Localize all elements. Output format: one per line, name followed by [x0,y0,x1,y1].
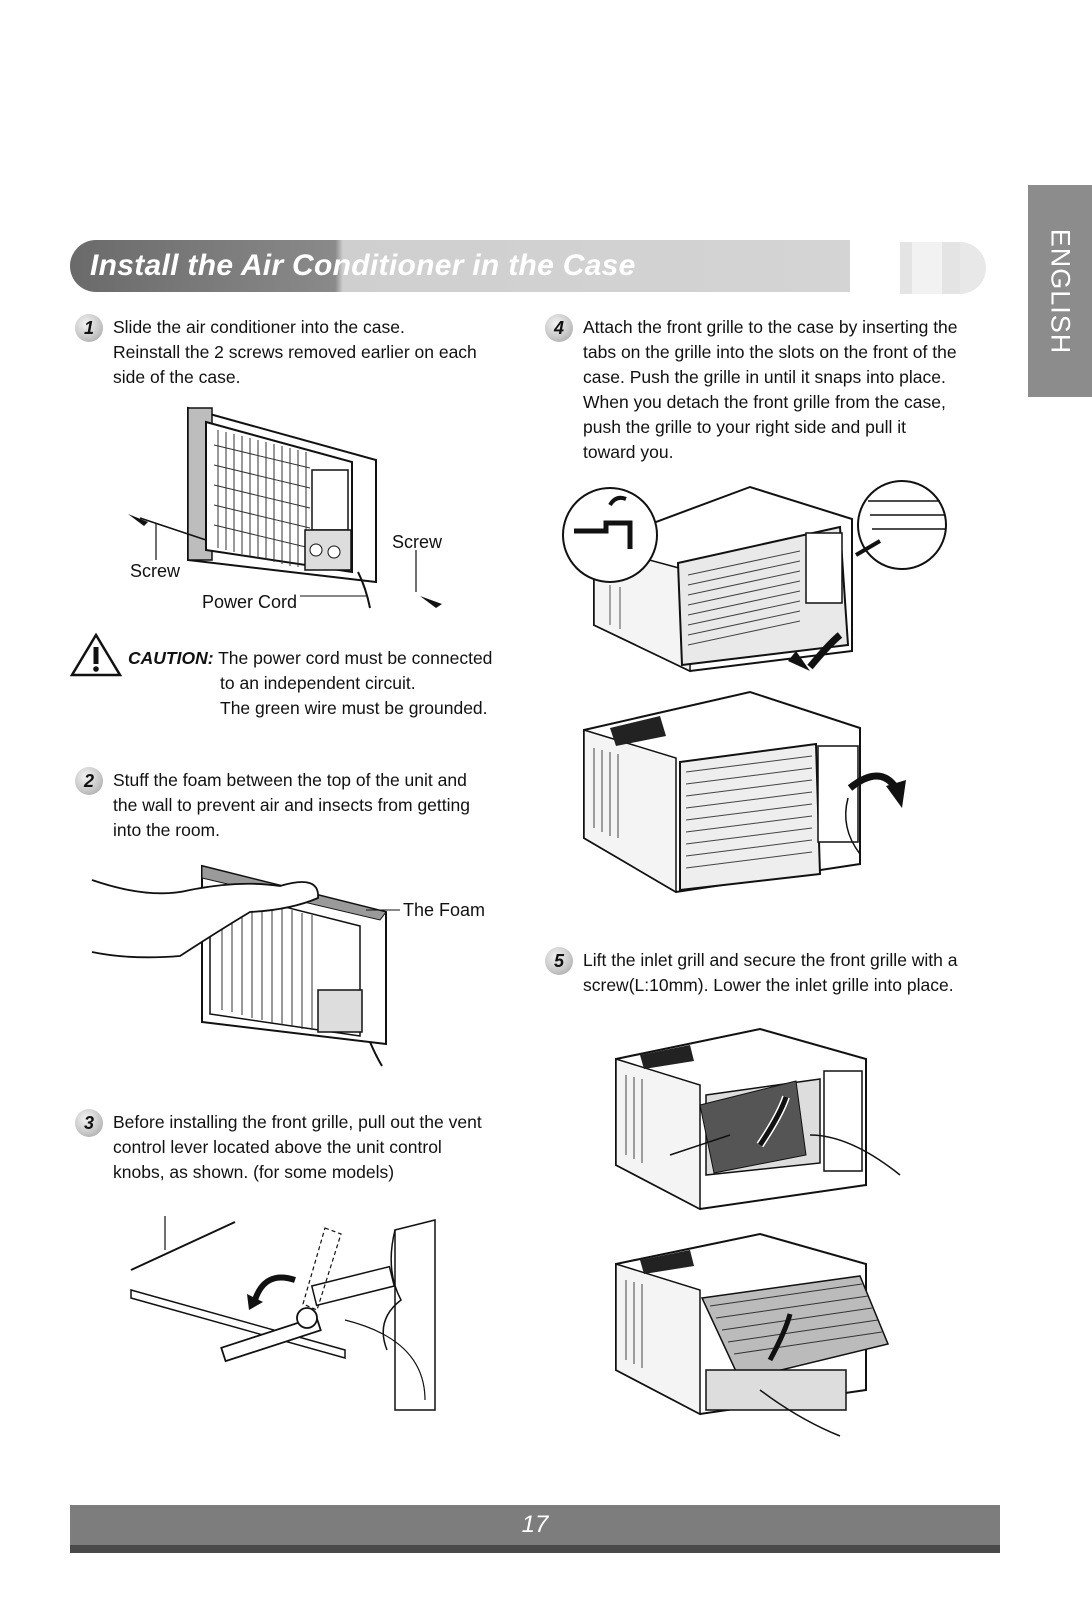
step-4-line: toward you. [583,442,674,462]
label-power-cord: Power Cord [202,592,298,612]
illustration-stuff-foam [90,860,420,1070]
step-5-line: Lift the inlet grill and secure the fron… [583,950,958,970]
illustration-unit-in-case [128,400,442,620]
step-4-line: tabs on the grille into the slots on the… [583,342,957,362]
step-1-text: Slide the air conditioner into the case.… [113,315,533,390]
caution-label: CAUTION: [128,648,214,668]
page-number: 17 [521,1511,549,1538]
illustration-attach-grille [560,475,960,685]
step-3-line: Before installing the front grille, pull… [113,1112,482,1132]
illustration-secure-grille-screw [610,1230,910,1440]
step-4-line: case. Push the grille in until it snaps … [583,367,946,387]
step-1-line: Reinstall the 2 screws removed earlier o… [113,342,477,362]
step-4-text: Attach the front grille to the case by i… [583,315,1003,465]
language-tab [1028,185,1092,397]
step-5-line: screw(L:10mm). Lower the inlet grille in… [583,975,954,995]
step-1-badge: 1 [75,314,103,342]
step-3-badge: 3 [75,1109,103,1137]
step-1-line: Slide the air conditioner into the case. [113,317,405,337]
step-4-badge: 4 [545,314,573,342]
step-2-line: Stuff the foam between the top of the un… [113,770,467,790]
illustration-vent-lever [125,1210,455,1420]
caution-line: to an independent circuit. [220,673,416,693]
footer-underline [70,1545,1000,1553]
step-4-line: push the grille to your right side and p… [583,417,906,437]
title-bar [70,240,850,292]
step-4-line: When you detach the front grille from th… [583,392,946,412]
label-screw-left: Screw [130,561,181,581]
step-1-line: side of the case. [113,367,241,387]
illustration-detach-grille [580,688,906,898]
step-5-text: Lift the inlet grill and secure the fron… [583,948,1003,998]
step-4-line: Attach the front grille to the case by i… [583,317,958,337]
label-the-foam: The Foam [403,900,486,920]
page-title: Install the Air Conditioner in the Case [90,249,636,282]
step-3-text: Before installing the front grille, pull… [113,1110,533,1185]
step-2-line: the wall to prevent air and insects from… [113,795,470,815]
step-2-text: Stuff the foam between the top of the un… [113,768,533,843]
caution-line: The power cord must be connected [218,648,493,668]
caution-block: CAUTION: The power cord must be connecte… [128,646,548,721]
label-screw-right: Screw [392,532,443,552]
title-decoration [900,242,986,294]
step-3-line: control lever located above the unit con… [113,1137,442,1157]
step-2-badge: 2 [75,767,103,795]
illustration-lift-inlet-grille [610,1025,910,1215]
caution-warning-icon [70,632,122,678]
language-tab-label: ENGLISH [1045,228,1076,354]
step-2-line: into the room. [113,820,220,840]
caution-line: The green wire must be grounded. [220,698,488,718]
step-3-line: knobs, as shown. (for some models) [113,1162,395,1182]
step-5-badge: 5 [545,947,573,975]
footer-bar [70,1505,1000,1545]
